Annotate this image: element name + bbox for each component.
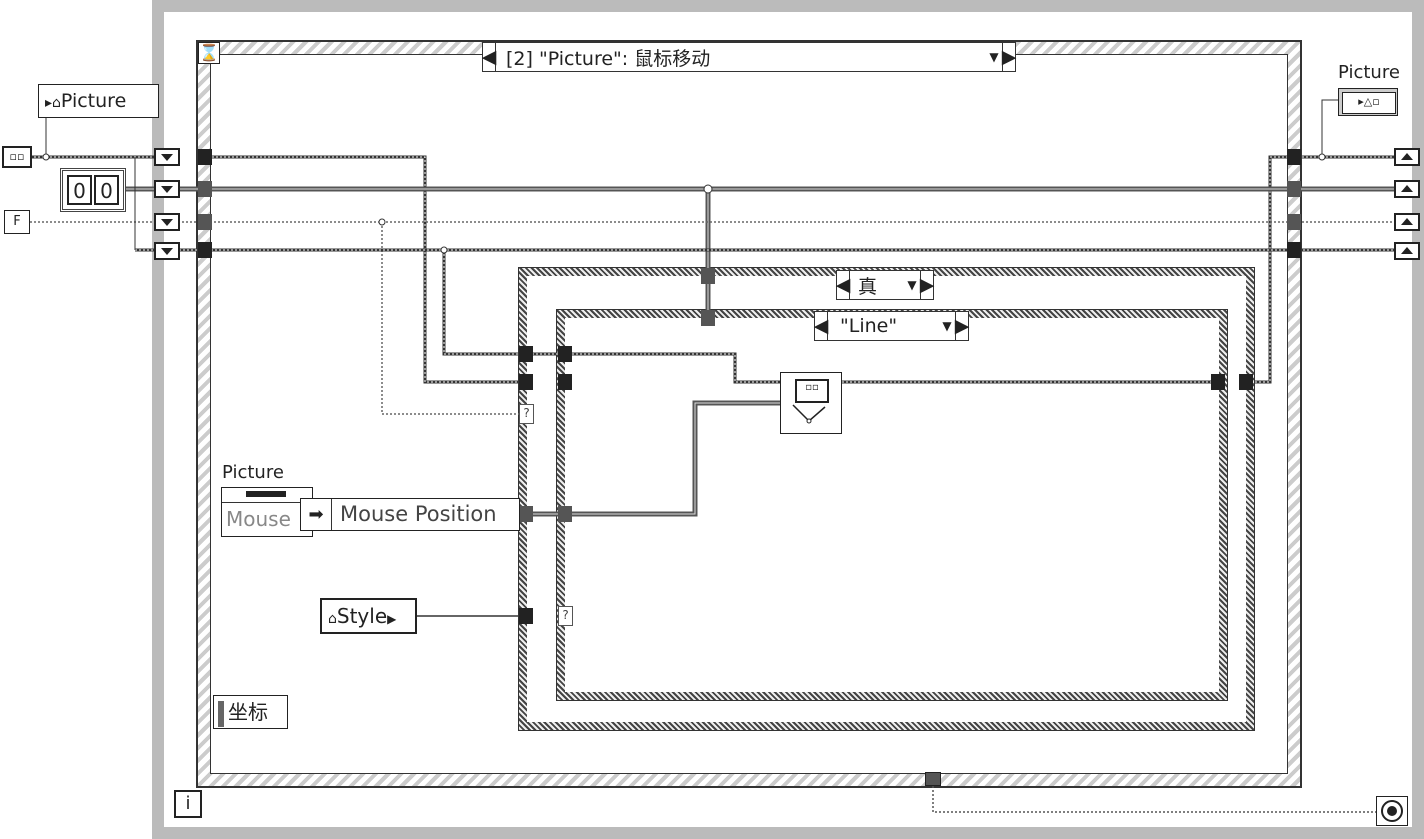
array-value[interactable]: 0 xyxy=(94,175,119,205)
inner-case-selector[interactable]: ◀ "Line" ▼ ▶ xyxy=(814,311,969,341)
event-data-node[interactable]: Mouse xyxy=(221,487,313,537)
picture-ref-label: Picture xyxy=(60,90,127,112)
tunnel[interactable] xyxy=(558,346,572,362)
shift-register-right[interactable] xyxy=(1394,148,1420,166)
coord-text: 坐标 xyxy=(228,700,268,724)
picture-indicator[interactable]: ▸△▫ xyxy=(1338,88,1398,116)
shift-register-right[interactable] xyxy=(1394,213,1420,231)
selector-terminal[interactable]: ? xyxy=(558,606,573,626)
tunnel[interactable] xyxy=(519,374,533,390)
shift-register-left[interactable] xyxy=(154,148,180,166)
selector-terminal[interactable]: ? xyxy=(519,404,534,424)
tunnel[interactable] xyxy=(558,506,572,522)
coord-label[interactable]: 坐标 xyxy=(213,695,288,729)
event-case-selector[interactable]: ◀ [2] "Picture": 鼠标移动 ▼ ▶ xyxy=(482,42,1016,72)
tunnel[interactable] xyxy=(1287,242,1301,258)
house-icon: ▸⌂ xyxy=(45,95,61,111)
chevron-down-icon[interactable]: ▼ xyxy=(989,50,999,64)
decrement-arrow-icon[interactable]: ◀ xyxy=(814,312,828,340)
tunnel[interactable] xyxy=(1287,181,1301,197)
array-value[interactable]: 0 xyxy=(67,175,92,205)
chevron-down-icon[interactable]: ▼ xyxy=(907,278,917,292)
while-loop-frame xyxy=(152,0,1424,839)
decrement-arrow-icon[interactable]: ◀ xyxy=(482,43,496,71)
stop-icon[interactable] xyxy=(1376,796,1408,826)
tunnel[interactable] xyxy=(558,374,572,390)
while-loop-top-border xyxy=(152,0,1424,12)
event-selector-label: [2] "Picture": 鼠标移动 xyxy=(506,47,711,70)
increment-arrow-icon[interactable]: ▶ xyxy=(1002,43,1016,71)
style-label: Style xyxy=(336,604,388,628)
tunnel[interactable] xyxy=(519,346,533,362)
tunnel[interactable] xyxy=(1287,214,1301,230)
house-icon: ⌂ xyxy=(328,611,337,627)
picture-terminal-icon[interactable]: ▫▫ xyxy=(2,146,32,168)
outer-case-selector[interactable]: ◀ 真 ▼ ▶ xyxy=(836,270,934,300)
tunnel[interactable] xyxy=(198,242,212,258)
shift-register-left[interactable] xyxy=(154,242,180,260)
increment-arrow-icon[interactable]: ▶ xyxy=(920,271,934,299)
loop-iteration-label: i xyxy=(185,793,191,814)
tunnel[interactable] xyxy=(701,268,715,284)
inner-case-label: "Line" xyxy=(840,315,898,337)
case-structure-inner xyxy=(556,309,1228,701)
event-data-label: Picture xyxy=(222,462,284,483)
arrow-right-icon: ➡ xyxy=(301,499,332,530)
picture-reference[interactable]: ▸⌂Picture xyxy=(38,84,159,118)
while-loop-bottom-border xyxy=(152,827,1424,839)
shift-register-right[interactable] xyxy=(1394,180,1420,198)
tunnel[interactable] xyxy=(519,608,533,624)
mouse-position-field[interactable]: ➡ Mouse Position xyxy=(300,498,520,531)
shift-register-left[interactable] xyxy=(154,180,180,198)
tunnel[interactable] xyxy=(198,181,212,197)
shift-register-left[interactable] xyxy=(154,213,180,231)
event-terminal[interactable] xyxy=(925,772,941,786)
boolean-constant[interactable]: F xyxy=(4,210,30,234)
bool-constant-label: F xyxy=(13,214,21,229)
tunnel[interactable] xyxy=(198,214,212,230)
tunnel[interactable] xyxy=(701,310,715,326)
outer-case-label: 真 xyxy=(858,275,878,298)
chevron-down-icon[interactable]: ▼ xyxy=(942,319,952,333)
decrement-arrow-icon[interactable]: ◀ xyxy=(836,271,850,299)
shift-register-right[interactable] xyxy=(1394,242,1420,260)
hourglass-icon[interactable]: ⌛ xyxy=(198,42,220,64)
loop-iteration-terminal: i xyxy=(174,790,202,818)
draw-line-icon[interactable]: ▫▫ xyxy=(780,372,842,434)
increment-arrow-icon[interactable]: ▶ xyxy=(955,312,969,340)
array-constant[interactable]: 0 0 xyxy=(60,168,126,212)
tunnel[interactable] xyxy=(1239,374,1253,390)
event-data-field: Mouse xyxy=(226,507,291,531)
mouse-position-label: Mouse Position xyxy=(340,502,497,526)
style-property-node[interactable]: ⌂Style▶ xyxy=(320,598,417,634)
picture-indicator-label: Picture xyxy=(1338,62,1400,83)
tunnel[interactable] xyxy=(198,149,212,165)
arrow-right-icon: ▶ xyxy=(387,612,397,626)
tunnel[interactable] xyxy=(1211,374,1225,390)
tunnel[interactable] xyxy=(1287,149,1301,165)
tunnel[interactable] xyxy=(519,506,533,522)
